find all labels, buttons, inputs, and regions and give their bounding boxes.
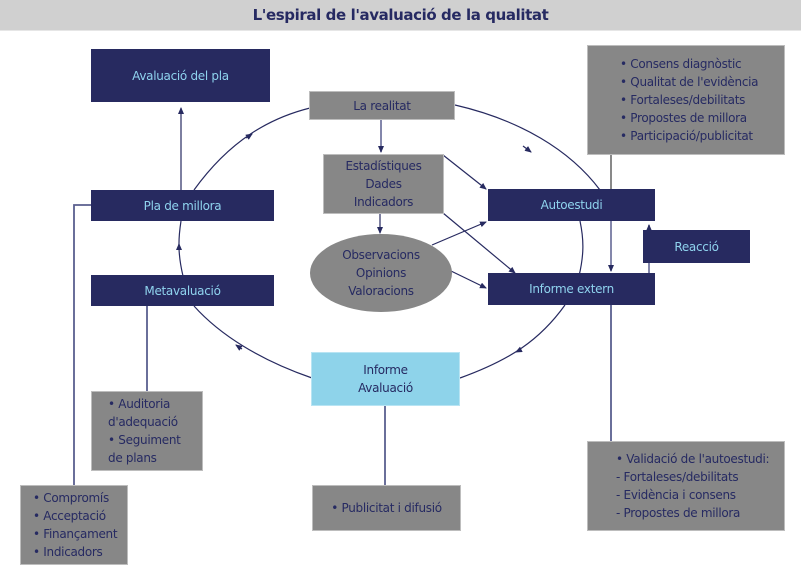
note-item: • Seguiment bbox=[108, 433, 181, 447]
arrow-marker bbox=[245, 133, 253, 140]
cycle-arc-realitat-autoestudi bbox=[454, 104, 601, 191]
label-opinions: Opinions bbox=[355, 266, 407, 280]
label-la-realitat: La realitat bbox=[353, 98, 411, 113]
arrow-marker bbox=[235, 344, 243, 351]
box-avaluacio-del-pla: Avaluació del pla bbox=[91, 49, 270, 102]
label-metavaluacio: Metavaluació bbox=[144, 283, 221, 298]
label-dades: Dades bbox=[365, 177, 402, 191]
label-valoracions: Valoracions bbox=[348, 284, 414, 298]
label-observacions: Observacions bbox=[342, 248, 420, 262]
box-informe-avaluacio: Informe Avaluació bbox=[311, 352, 460, 406]
cycle-arc-pla-millora-realitat bbox=[193, 107, 311, 191]
note-item: • Finançament bbox=[33, 527, 118, 541]
box-estadistiques: Estadístiques Dades Indicadors bbox=[323, 154, 444, 214]
ellipse-observacions: Observacions Opinions Valoracions bbox=[310, 234, 452, 312]
label-avaluacio-del-pla: Avaluació del pla bbox=[132, 68, 229, 83]
note-autoestudi-criteria: • Consens diagnòstic • Qualitat de l'evi… bbox=[587, 45, 785, 155]
label-pla-de-millora: Pla de millora bbox=[143, 198, 222, 213]
note-item: d'adequació bbox=[108, 415, 178, 429]
note-item: • Auditoria bbox=[108, 397, 171, 411]
line-estadistiques-to-autoestudi bbox=[442, 154, 487, 190]
note-item: • Publicitat i difusió bbox=[331, 501, 442, 515]
box-reaccio: Reacció bbox=[643, 230, 750, 263]
arrow-marker bbox=[522, 145, 532, 153]
diagram-title: L'espiral de l'avaluació de la qualitat bbox=[252, 6, 549, 24]
line-observacions-to-autoestudi bbox=[431, 221, 487, 246]
note-pla-millora-items: • Compromís • Acceptació • Finançament •… bbox=[20, 485, 128, 565]
label-avaluacio: Avaluació bbox=[358, 381, 413, 395]
note-item: - Fortaleses/debilitats bbox=[616, 470, 739, 484]
label-autoestudi: Autoestudi bbox=[540, 198, 603, 212]
box-autoestudi: Autoestudi bbox=[488, 189, 655, 221]
cycle-arc-autoestudi-informe-extern bbox=[578, 220, 584, 277]
note-item: - Evidència i consens bbox=[616, 488, 736, 502]
note-metavaluacio-items: • Auditoria d'adequació • Seguiment de p… bbox=[91, 391, 203, 471]
note-item: • Consens diagnòstic bbox=[620, 57, 742, 71]
note-item: • Indicadors bbox=[33, 545, 103, 559]
line-estadistiques-to-informe-extern bbox=[442, 212, 516, 274]
box-metavaluacio: Metavaluació bbox=[91, 275, 274, 306]
label-estadistiques: Estadístiques bbox=[345, 159, 422, 173]
note-informe-extern-items: • Validació de l'autoestudi: - Fortalese… bbox=[587, 441, 785, 531]
cycle-arc-informe-avaluacio-metavaluacio bbox=[193, 305, 313, 379]
label-indicadors: Indicadors bbox=[353, 195, 414, 209]
note-item: • Fortaleses/debilitats bbox=[620, 93, 746, 107]
box-pla-de-millora: Pla de millora bbox=[91, 190, 274, 221]
note-item: • Propostes de millora bbox=[620, 111, 747, 125]
note-item: • Participació/publicitat bbox=[620, 129, 753, 143]
note-informe-avaluacio-items: • Publicitat i difusió bbox=[312, 485, 461, 531]
note-item: • Compromís bbox=[33, 491, 109, 505]
note-item: • Qualitat de l'evidència bbox=[620, 75, 759, 89]
title-bar: L'espiral de l'avaluació de la qualitat bbox=[0, 0, 801, 31]
note-item: • Acceptació bbox=[33, 509, 106, 523]
box-informe-extern: Informe extern bbox=[488, 273, 655, 305]
note-item: - Propostes de millora bbox=[616, 506, 741, 520]
cycle-arc-informe-extern-informe-avaluacio bbox=[459, 304, 566, 379]
note-item: • Validació de l'autoestudi: bbox=[616, 452, 770, 466]
label-reaccio: Reacció bbox=[674, 239, 719, 254]
note-item: de plans bbox=[108, 451, 157, 465]
line-pla-millora-to-compromis bbox=[73, 204, 91, 485]
label-informe: Informe bbox=[363, 363, 408, 377]
arrow-marker bbox=[515, 346, 523, 353]
line-observacions-to-informe-extern bbox=[450, 270, 487, 289]
label-informe-extern: Informe extern bbox=[529, 282, 614, 296]
box-la-realitat: La realitat bbox=[309, 91, 455, 120]
